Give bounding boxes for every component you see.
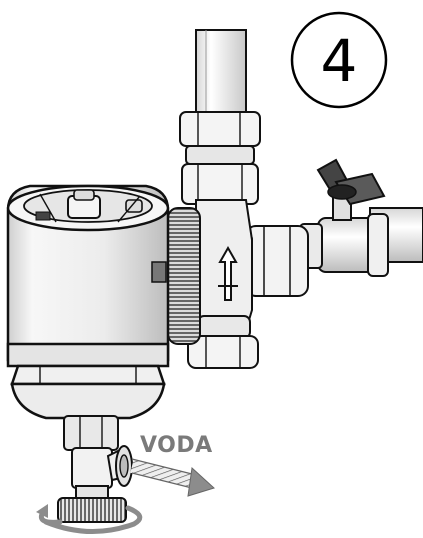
drain-valve xyxy=(57,415,133,523)
knurled-locking-ring xyxy=(167,207,201,345)
ball-valve xyxy=(299,158,389,277)
step-number: 4 xyxy=(321,27,358,95)
rotation-arrow-icon xyxy=(36,504,143,534)
vertical-pipe xyxy=(195,29,247,119)
filter-housing xyxy=(6,184,170,420)
step-badge: 4 xyxy=(290,11,388,109)
step-circle xyxy=(290,11,388,109)
top-compression-nut xyxy=(179,111,261,205)
flow-direction-icon xyxy=(218,245,238,301)
filter-head xyxy=(187,199,259,369)
flow-arrow-icon xyxy=(130,458,215,497)
water-label: VODA xyxy=(140,433,213,458)
valve-handle xyxy=(316,158,386,206)
